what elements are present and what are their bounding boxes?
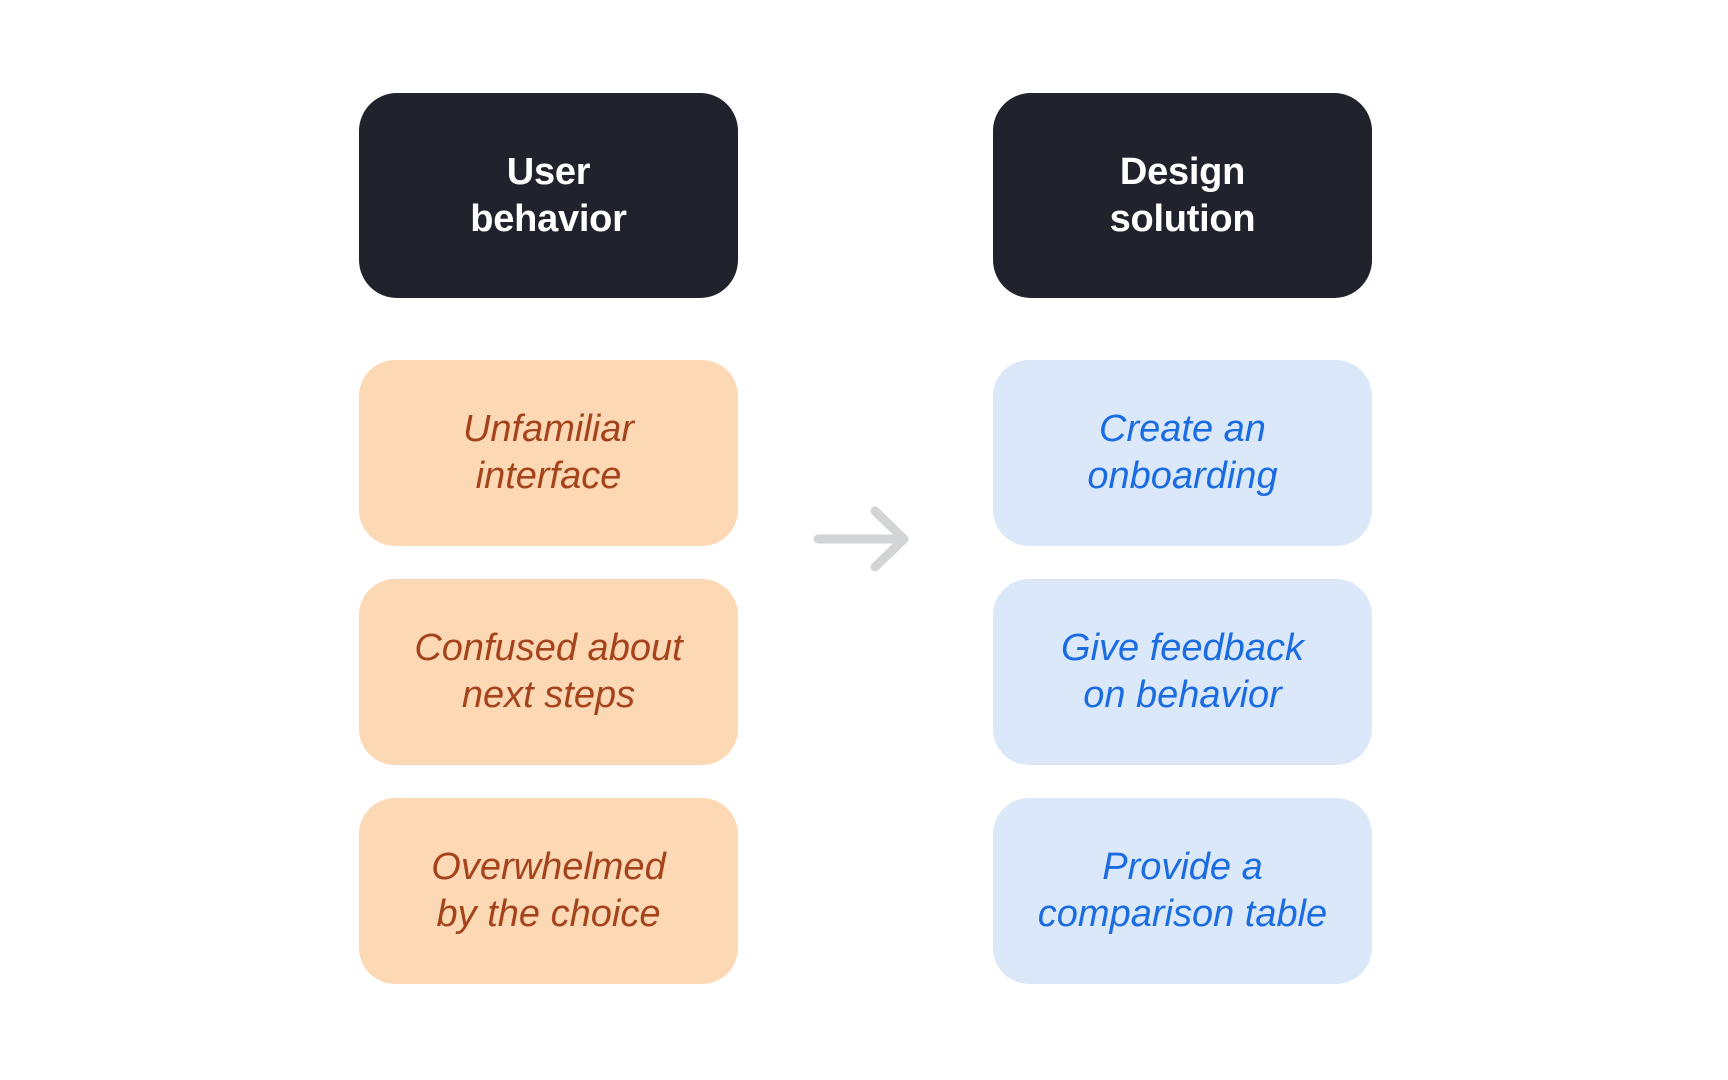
item-line: next steps <box>461 674 636 716</box>
item-line: Create an <box>1099 408 1266 450</box>
arrow-right-icon <box>812 502 912 576</box>
header-line: User <box>506 150 591 193</box>
item-line: Provide a <box>1102 846 1263 888</box>
solution-item-create-onboarding: Create an onboarding <box>993 360 1372 546</box>
item-line: Unfamiliar <box>462 408 635 450</box>
behavior-item-overwhelmed-by-choice: Overwhelmed by the choice <box>359 798 738 984</box>
solution-item-give-feedback: Give feedback on behavior <box>993 579 1372 765</box>
header-line: solution <box>1109 197 1256 240</box>
item-line: comparison table <box>1037 893 1328 935</box>
user-behavior-column: User behavior Unfamiliar interface Confu… <box>359 93 738 984</box>
design-solution-header: Design solution <box>993 93 1372 298</box>
item-line: Overwhelmed <box>431 846 666 888</box>
item-line: onboarding <box>1087 455 1278 497</box>
item-line: Confused about <box>414 627 683 669</box>
user-behavior-header: User behavior <box>359 93 738 298</box>
item-line: by the choice <box>436 893 661 935</box>
header-line: behavior <box>470 197 627 240</box>
item-line: interface <box>475 455 622 497</box>
solution-item-comparison-table: Provide a comparison table <box>993 798 1372 984</box>
item-line: Give feedback <box>1061 627 1304 669</box>
behavior-item-unfamiliar-interface: Unfamiliar interface <box>359 360 738 546</box>
header-line: Design <box>1119 150 1246 193</box>
item-line: on behavior <box>1083 674 1282 716</box>
behavior-item-confused-next-steps: Confused about next steps <box>359 579 738 765</box>
design-solution-column: Design solution Create an onboarding Giv… <box>993 93 1372 984</box>
